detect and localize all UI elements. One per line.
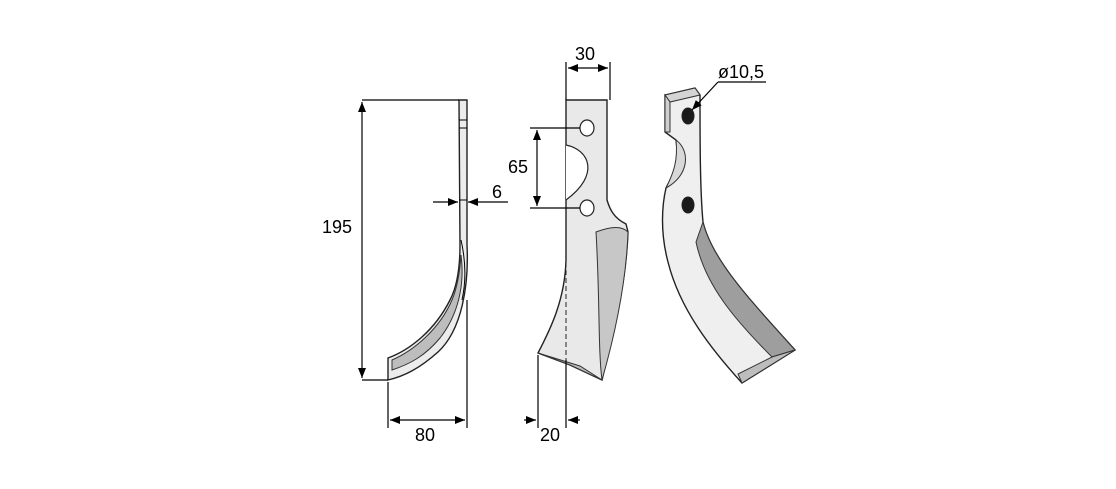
front-hole-top: [579, 119, 595, 137]
side-blade-edge: [391, 254, 463, 371]
dim-hole-diameter-label: ø10,5: [718, 62, 764, 82]
perspective-hole-bottom: [681, 196, 695, 214]
dim-top-width-label: 30: [575, 44, 595, 64]
dim-base-width-label: 80: [415, 425, 435, 445]
dim-tip-width-label: 20: [540, 425, 560, 445]
front-view: 30 65 20: [508, 44, 629, 445]
dim-thickness-label: 6: [492, 182, 502, 202]
perspective-view: ø10,5: [661, 62, 797, 384]
perspective-hole-top: [681, 107, 695, 125]
dim-hole-spacing-label: 65: [508, 157, 528, 177]
dim-height-label: 195: [322, 217, 352, 237]
side-view: 195 6 80: [322, 99, 508, 445]
front-hole-bottom: [579, 199, 595, 217]
